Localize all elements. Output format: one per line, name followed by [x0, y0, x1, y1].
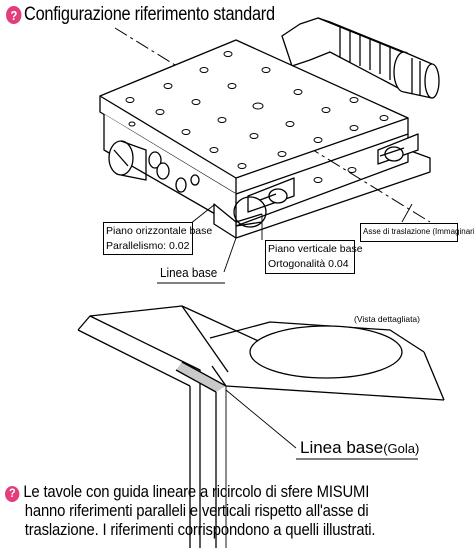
- diagram-title: ? Configurazione riferimento standard: [6, 4, 275, 26]
- footer-line-1-text: Le tavole con guida lineare a ricircolo …: [23, 483, 370, 501]
- base-line-label: Linea base: [160, 265, 218, 280]
- base-line-underline: [157, 282, 225, 284]
- horizontal-base-value: Parallelismo: 0.02: [106, 240, 190, 252]
- footer-line-3: traslazione. I riferimenti corrispondono…: [24, 521, 376, 539]
- horizontal-base-title: Piano orizzontale base: [106, 225, 213, 237]
- groove-label-main: Linea base: [300, 438, 384, 457]
- title-text: Configurazione riferimento standard: [24, 4, 275, 25]
- micrometer-head: [281, 17, 440, 99]
- info-pin-icon: ?: [6, 6, 22, 24]
- leader-horizontal: [189, 204, 215, 225]
- lower-body: [103, 114, 237, 227]
- axis-callout: Asse di traslazione (Immaginario): [360, 223, 474, 242]
- groove-label: Linea base(Gola): [300, 438, 419, 458]
- front-rail: [233, 133, 419, 228]
- leader-groove: [225, 389, 297, 449]
- detail-view-label: (Vista dettagliata): [354, 314, 420, 324]
- leader-base-line: [223, 237, 237, 273]
- leader-axis: [401, 203, 413, 223]
- horizontal-base-callout: Piano orizzontale base Parallelismo: 0.0…: [103, 222, 213, 255]
- detail-view: [77, 305, 445, 548]
- lock-screw: [108, 140, 200, 193]
- bolt-holes: [125, 51, 389, 183]
- info-pin-icon: ?: [5, 485, 20, 502]
- footer-line-2: hanno riferimenti paralleli e verticali …: [24, 502, 369, 520]
- footer-line-1: ? Le tavole con guida lineare a ricircol…: [5, 483, 423, 502]
- vertical-base-value: Ortogonalità 0.04: [268, 258, 349, 270]
- axis-label: Asse di traslazione (Immaginario): [363, 227, 474, 236]
- groove-underline: [296, 458, 418, 460]
- footer-note: ? Le tavole con guida lineare a ricircol…: [5, 483, 469, 540]
- vertical-base-callout: Piano verticale base Ortogonalità 0.04: [265, 240, 363, 274]
- groove-label-suffix: (Gola): [383, 441, 420, 456]
- vertical-base-title: Piano verticale base: [268, 243, 363, 255]
